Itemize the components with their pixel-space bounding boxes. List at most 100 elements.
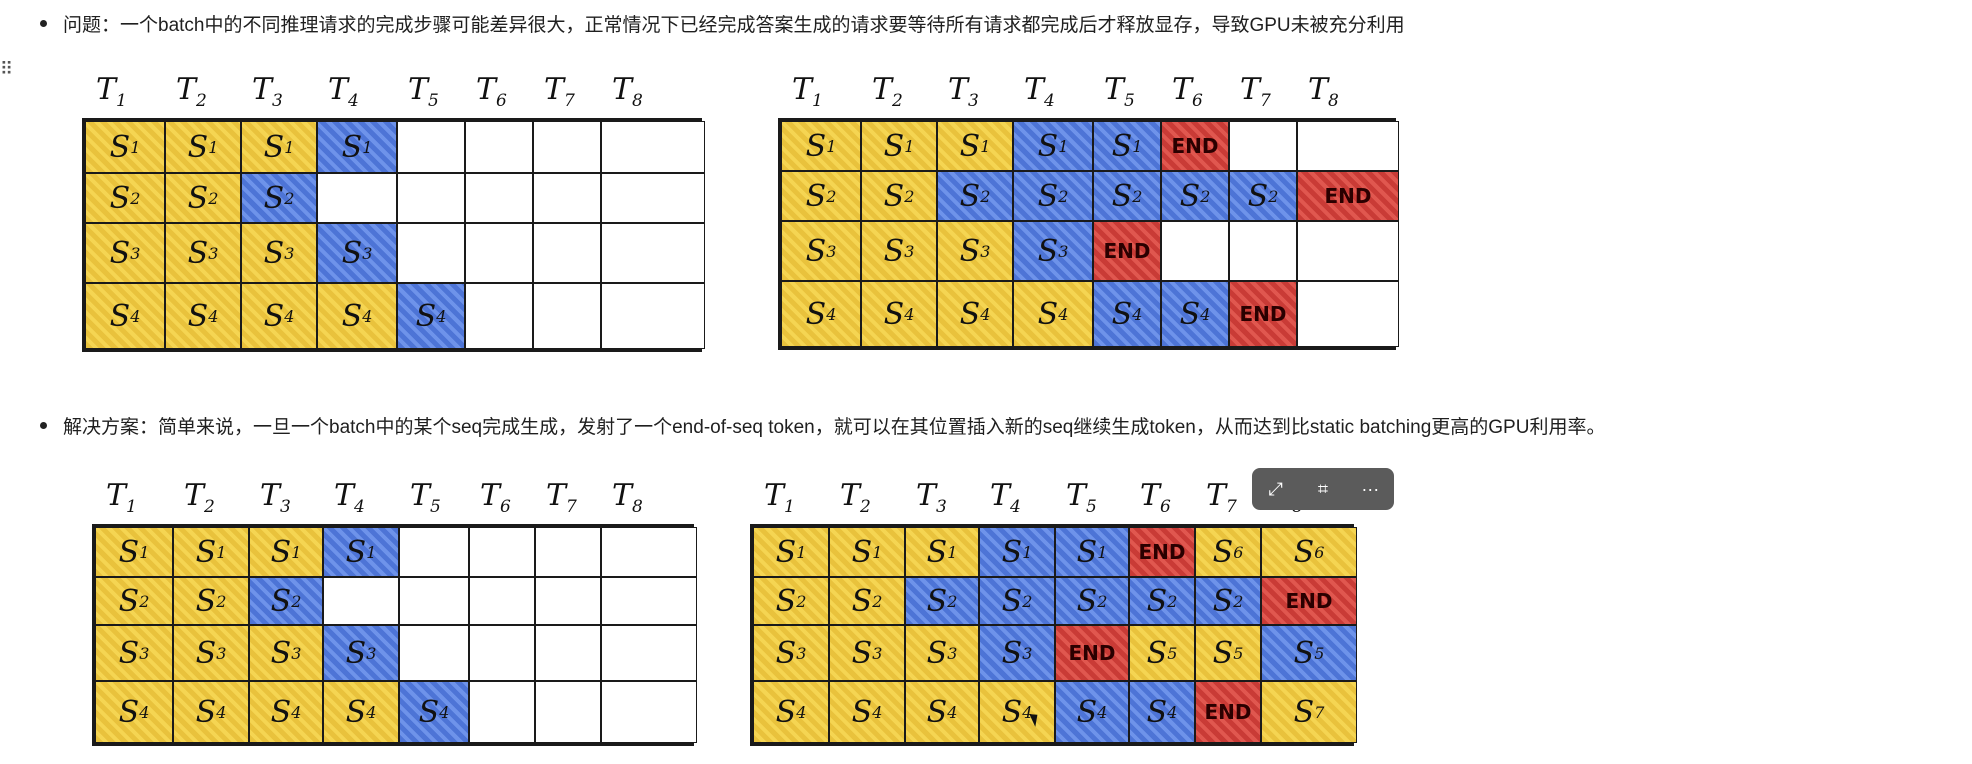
empty-cell bbox=[399, 625, 469, 681]
end-token-cell: END bbox=[1055, 625, 1129, 681]
empty-cell bbox=[1297, 281, 1399, 347]
column-header-t1: T1 bbox=[96, 72, 127, 111]
column-header-t5: T5 bbox=[408, 72, 439, 111]
empty-cell bbox=[533, 173, 601, 223]
empty-cell bbox=[601, 625, 697, 681]
column-header-t2: T2 bbox=[176, 72, 207, 111]
empty-cell bbox=[465, 283, 533, 349]
empty-cell bbox=[469, 625, 535, 681]
empty-cell bbox=[1297, 121, 1399, 171]
end-token-cell: END bbox=[1195, 681, 1261, 743]
bullet-solution: 解决方案：简单来说，一旦一个batch中的某个seq完成生成，发射了一个end-… bbox=[40, 412, 1605, 439]
empty-cell bbox=[465, 121, 533, 173]
empty-cell bbox=[399, 527, 469, 577]
empty-cell bbox=[1229, 221, 1297, 281]
empty-cell bbox=[1161, 221, 1229, 281]
end-token-cell: END bbox=[1229, 281, 1297, 347]
empty-cell bbox=[533, 283, 601, 349]
empty-cell bbox=[1297, 221, 1399, 281]
empty-cell bbox=[399, 577, 469, 625]
column-header-t2: T2 bbox=[840, 478, 871, 517]
column-header-t4: T4 bbox=[1024, 72, 1055, 111]
empty-cell bbox=[323, 577, 399, 625]
column-header-t7: T7 bbox=[1240, 72, 1271, 111]
end-token-cell: END bbox=[1297, 171, 1399, 221]
empty-cell bbox=[533, 223, 601, 283]
column-header-t5: T5 bbox=[410, 478, 441, 517]
column-header-t6: T6 bbox=[1140, 478, 1171, 517]
more-icon[interactable]: ··· bbox=[1361, 478, 1380, 499]
column-header-t3: T3 bbox=[916, 478, 947, 517]
column-header-t1: T1 bbox=[764, 478, 795, 517]
end-token-cell: END bbox=[1161, 121, 1229, 171]
expand-icon[interactable]: ⤢ bbox=[1268, 478, 1283, 499]
end-token-cell: END bbox=[1093, 221, 1161, 281]
column-header-t6: T6 bbox=[480, 478, 511, 517]
column-header-t5: T5 bbox=[1066, 478, 1097, 517]
empty-cell bbox=[535, 625, 601, 681]
column-header-t1: T1 bbox=[792, 72, 823, 111]
scan-icon[interactable]: ⌗ bbox=[1317, 478, 1329, 499]
bullet-dot bbox=[40, 20, 47, 27]
bullet-dot bbox=[40, 422, 47, 429]
empty-cell bbox=[465, 173, 533, 223]
empty-cell bbox=[317, 173, 397, 223]
empty-cell bbox=[469, 577, 535, 625]
empty-cell bbox=[533, 121, 601, 173]
column-header-t6: T6 bbox=[476, 72, 507, 111]
empty-cell bbox=[469, 527, 535, 577]
drag-handle-icon[interactable]: ⠿ bbox=[0, 59, 13, 79]
column-header-t3: T3 bbox=[260, 478, 291, 517]
bullet-problem: 问题：一个batch中的不同推理请求的完成步骤可能差异很大，正常情况下已经完成答… bbox=[40, 10, 1405, 37]
empty-cell bbox=[397, 121, 465, 173]
